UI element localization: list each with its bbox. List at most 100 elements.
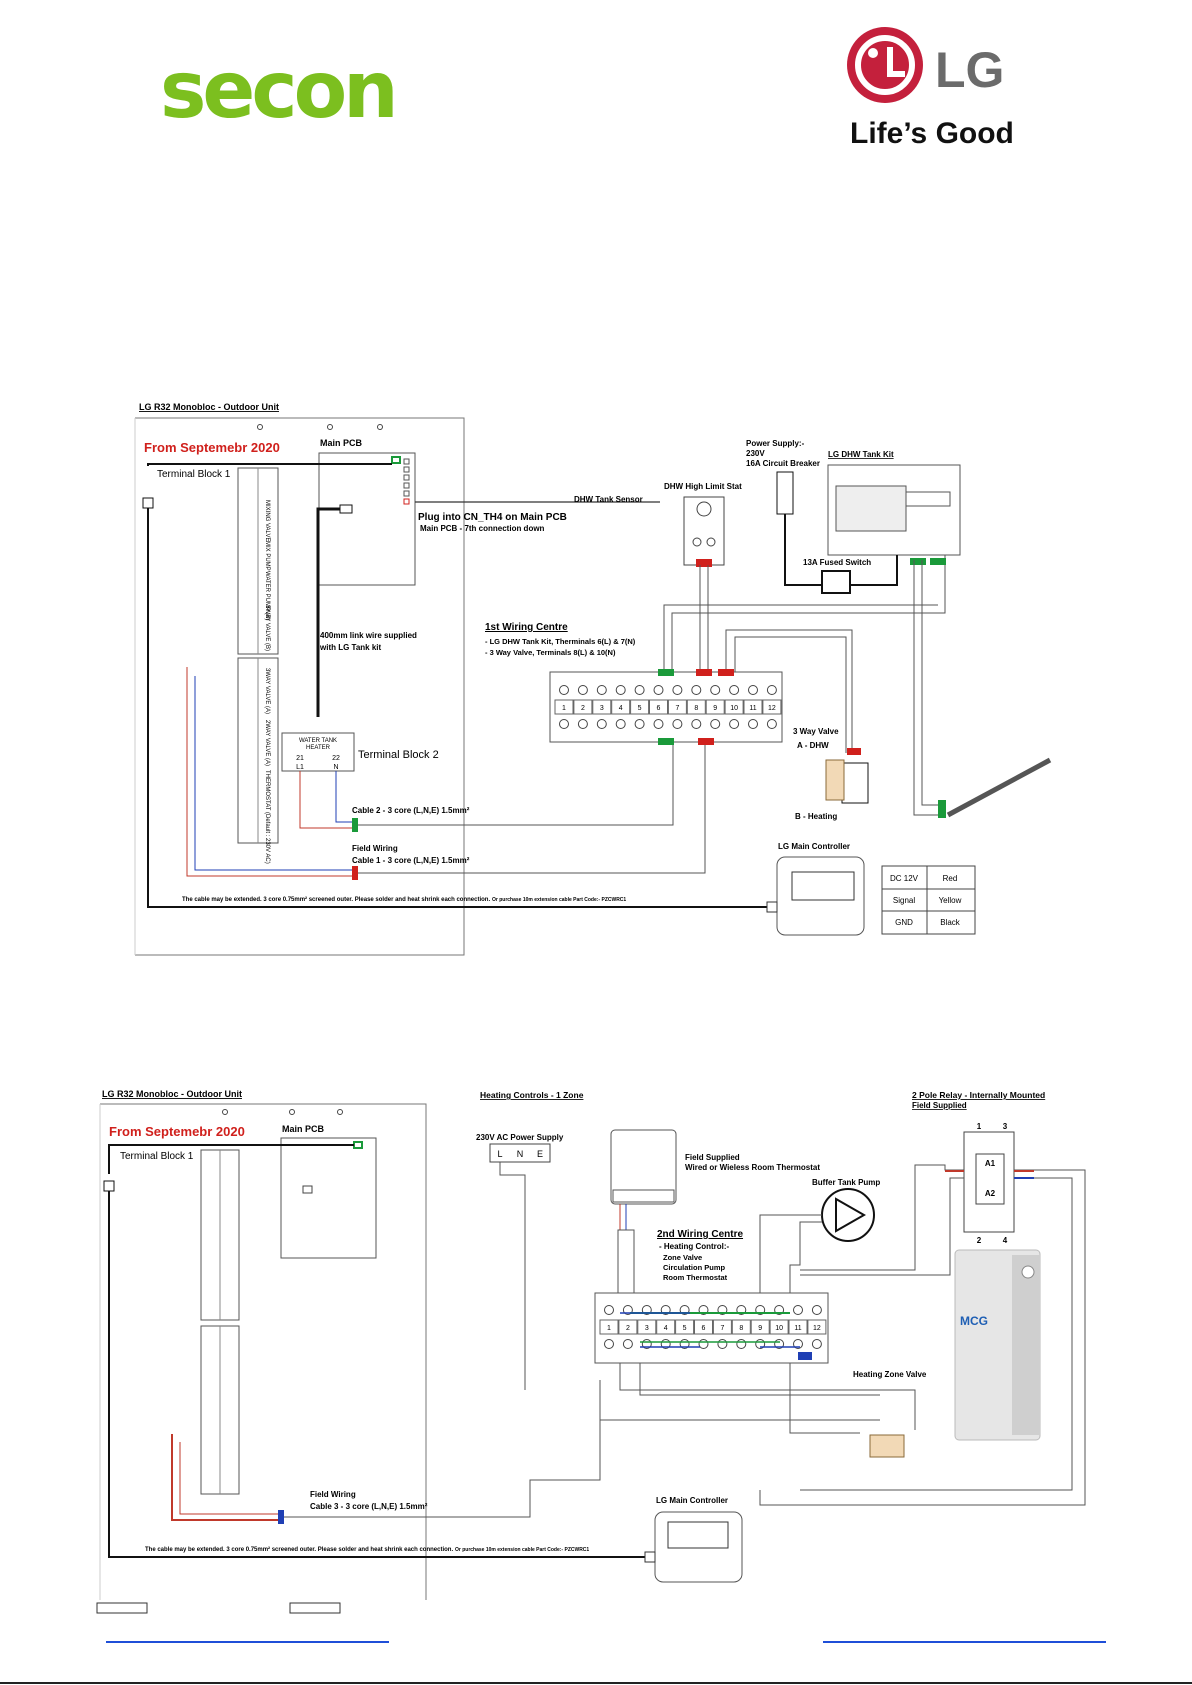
wc1-label-11: 11	[749, 705, 756, 712]
d1-fused-switch: 13A Fused Switch	[803, 558, 871, 567]
wc1-cell-9	[705, 699, 725, 715]
d2-zone-valve: Heating Zone Valve	[853, 1370, 927, 1379]
d2-relay-sub: Field Supplied	[912, 1101, 967, 1110]
d1-controller-label: LG Main Controller	[778, 842, 850, 851]
d1-terminal-block-2: Terminal Block 2	[358, 749, 439, 761]
wc2-cell-11	[788, 1319, 808, 1335]
d2-extend-order: Or purchase 10m extension cable Part Cod…	[455, 1547, 589, 1553]
wc1-cell-6	[649, 699, 668, 715]
d2-heating-controls: Heating Controls - 1 Zone	[480, 1090, 584, 1100]
d1-extend-order: Or purchase 10m extension cable Part Cod…	[492, 897, 626, 903]
wc2-cell-7	[712, 1319, 732, 1335]
d2-main-pcb-label: Main PCB	[282, 1124, 325, 1134]
wc1-label-2: 2	[581, 705, 585, 712]
tb1-label-3way-a: 3WAY VALVE (A)	[264, 668, 270, 714]
d1-tb2-21: 21	[296, 755, 304, 762]
footer-link-left[interactable]	[106, 1641, 389, 1643]
d1-cable-1: Cable 1 - 3 core (L,N,E) 1.5mm²	[352, 856, 470, 865]
d1-date: From Septemebr 2020	[144, 440, 280, 455]
tb1-label-mixing: MIXING VALVE	[264, 500, 270, 541]
wc2-cell-12	[807, 1319, 827, 1335]
wc1-screw-3	[596, 719, 607, 729]
d1-power-1: Power Supply:-	[746, 439, 805, 448]
d1-field-wiring: Field Wiring	[352, 844, 398, 853]
wc1-screw-3	[596, 685, 607, 695]
wc2-label-4: 4	[664, 1325, 668, 1332]
legend-red: Red	[943, 874, 958, 883]
wc1-cell-8	[686, 699, 706, 715]
d2-relay: 2 Pole Relay - Internally Mounted	[912, 1090, 1045, 1100]
wc2-cell-3	[637, 1319, 657, 1335]
wc2-label-7: 7	[720, 1325, 724, 1332]
wc1-cell-10	[724, 699, 744, 715]
wc1-screw-12	[766, 719, 777, 729]
d1-plug-sub: Main PCB - 7th connection down	[420, 524, 545, 533]
d2-wiring-line-2: Zone Valve	[663, 1253, 702, 1262]
wc2-label-2: 2	[626, 1325, 630, 1332]
d2-relay-2: 2	[977, 1236, 982, 1245]
wc1-label-9: 9	[713, 705, 717, 712]
d1-power-3: 16A Circuit Breaker	[746, 459, 820, 468]
wc1-screw-7	[672, 719, 683, 729]
secon-logo: secon	[160, 52, 399, 130]
footer-rule	[0, 1682, 1192, 1684]
wc2-cell-1	[599, 1319, 619, 1335]
wc1-screw-8	[691, 719, 702, 729]
wc2-cell-8	[731, 1319, 751, 1335]
d1-plug-note: Plug into CN_TH4 on Main PCB	[418, 512, 567, 523]
wc1-screw-12	[766, 685, 777, 695]
wc2-cell-6	[694, 1319, 713, 1335]
wc1-screw-4	[615, 685, 626, 695]
wc2-screw-11	[793, 1305, 803, 1315]
legend-signal: Signal	[893, 896, 915, 905]
d1-title: LG R32 Monobloc - Outdoor Unit	[139, 402, 279, 412]
d1-water-heater-1: WATER TANK	[299, 738, 337, 744]
d2-wiring-line-3: Circulation Pump	[663, 1263, 726, 1272]
wc2-screw-7	[717, 1339, 728, 1349]
diagram-1-dhw-tank: LG R32 Monobloc - Outdoor Unit From Sept…	[134, 402, 1052, 956]
d1-wiring-line-1: - LG DHW Tank Kit, Therminals 6(L) & 7(N…	[485, 637, 636, 646]
wc2-screw-8	[736, 1339, 747, 1349]
d1-tb2-22: 22	[332, 755, 340, 762]
d1-water-heater-2: HEATER	[306, 745, 331, 751]
d2-thermostat-2: Wired or Wieless Room Thermostat	[685, 1163, 820, 1172]
wc2-screw-2	[622, 1339, 633, 1349]
d2-relay-brand: MCG	[960, 1314, 988, 1328]
d2-field-wiring: Field Wiring	[310, 1490, 356, 1499]
wc1-label-3: 3	[600, 705, 604, 712]
d2-extend-note: The cable may be extended. 3 core 0.75mm…	[145, 1546, 453, 1553]
wc1-label-4: 4	[619, 705, 623, 712]
wc2-label-11: 11	[794, 1325, 801, 1332]
legend-gnd: GND	[895, 918, 913, 927]
d1-link-wire-1: 400mm link wire supplied	[320, 631, 417, 640]
wc2-label-6: 6	[702, 1325, 706, 1332]
wc1-screw-5	[634, 685, 645, 695]
d2-thermostat-1: Field Supplied	[685, 1153, 740, 1162]
wc1-screw-10	[729, 685, 740, 695]
wc1-screw-6	[653, 685, 664, 695]
d2-wiring-line-1: - Heating Control:-	[659, 1242, 730, 1251]
d2-buffer-pump: Buffer Tank Pump	[812, 1178, 880, 1187]
wc2-label-5: 5	[683, 1325, 687, 1332]
d1-extend-note: The cable may be extended. 3 core 0.75mm…	[182, 896, 490, 903]
wc1-cell-2	[573, 699, 593, 715]
footer-link-right[interactable]	[823, 1641, 1106, 1643]
d2-relay-a1: A1	[985, 1159, 996, 1168]
wc1-cell-1	[554, 699, 574, 715]
d2-cable-3: Cable 3 - 3 core (L,N,E) 1.5mm²	[310, 1502, 428, 1511]
d1-dhw-sensor: DHW Tank Sensor	[574, 495, 643, 504]
d2-n: N	[517, 1149, 524, 1159]
d1-wiring-centre: 1st Wiring Centre	[485, 622, 568, 633]
wc1-screw-11	[748, 719, 758, 729]
wc2-label-10: 10	[775, 1325, 783, 1332]
diagram-2-heating-zone: LG R32 Monobloc - Outdoor Unit From Sept…	[96, 1089, 1086, 1614]
secon-logo-text: secon	[160, 46, 399, 136]
tb1-label-3way-b: 3WAY VALVE (B)	[264, 605, 270, 651]
wc2-label-12: 12	[813, 1325, 821, 1332]
d1-wiring-line-2: - 3 Way Valve, Terminals 8(L) & 10(N)	[485, 648, 616, 657]
tb1-label-2way-a: 2WAY VALVE (A)	[264, 720, 270, 766]
wc1-cell-12	[762, 699, 782, 715]
d2-relay-4: 4	[1003, 1236, 1008, 1245]
wc2-cell-10	[769, 1319, 789, 1335]
wc1-screw-2	[577, 719, 588, 729]
